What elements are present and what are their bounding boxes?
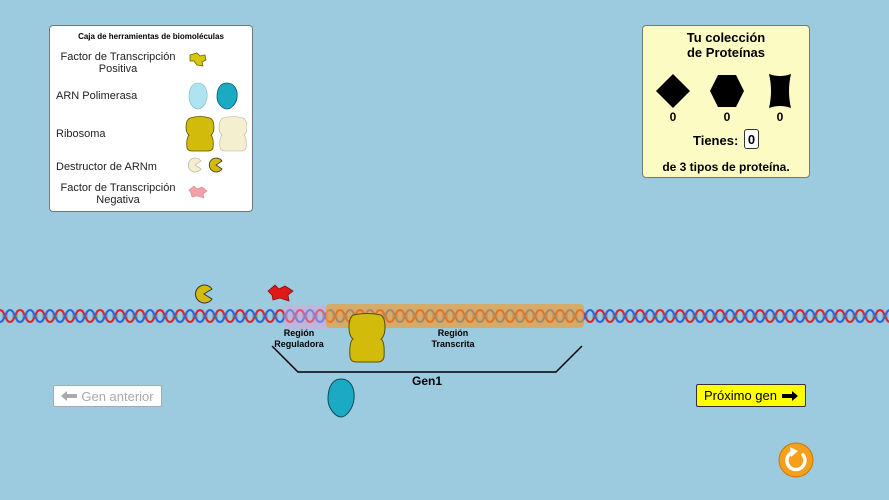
previous-gene-button: Gen anterior	[53, 385, 162, 407]
barrel-protein-icon	[769, 74, 791, 108]
have-count-box: 0	[744, 129, 759, 149]
rna-polymerase-icon[interactable]	[325, 377, 357, 419]
transcribed-region-label-line2: Transcrita	[431, 339, 475, 349]
transcribed-region-highlight[interactable]	[326, 304, 584, 328]
regulatory-region-label-line2: Reguladora	[274, 339, 324, 349]
collection-title-line2: de Proteínas	[686, 45, 766, 60]
collection-title: Tu colección de Proteínas	[643, 30, 809, 60]
protein-collection-panel: Tu colección de Proteínas 0 0 0 Tienes: …	[642, 25, 810, 178]
toolbox-label-mrna-destroyer: Destructor de ARNm	[56, 161, 157, 173]
transcribed-region-label-line1: Región	[437, 328, 469, 338]
negative-transcription-factor-icon[interactable]	[266, 283, 296, 303]
collection-title-line1: Tu colección	[686, 30, 766, 45]
ribosome-icons	[185, 116, 247, 152]
next-gene-button[interactable]: Próximo gen	[696, 384, 806, 407]
mrna-destroyer-icons	[187, 157, 223, 173]
regulatory-region-label-line1: Región	[283, 328, 315, 338]
arrow-right-icon	[781, 390, 798, 401]
mrna-destroyer-icon[interactable]	[193, 284, 215, 304]
reset-button[interactable]	[778, 442, 814, 478]
ribosome-icon[interactable]	[185, 116, 215, 152]
negative-transcription-factor-icon[interactable]	[187, 184, 209, 200]
diamond-protein-count: 0	[669, 110, 677, 124]
arrow-left-icon	[61, 391, 78, 401]
dna-strand	[0, 296, 889, 336]
reset-icon	[785, 447, 807, 472]
rna-polymerase-icon[interactable]	[216, 82, 238, 110]
diamond-protein-icon	[656, 74, 690, 108]
regulatory-region-label: Región Reguladora	[270, 328, 328, 350]
toolbox-label-polymerase: ARN Polimerasa	[56, 90, 138, 102]
toolbox-label-ribosome: Ribosoma	[56, 128, 106, 140]
toolbox-label-negative-tf: Factor de Transcripción Negativa	[60, 182, 176, 206]
toolbox-label-positive-tf: Factor de Transcripción Positiva	[60, 51, 176, 75]
regulatory-region-highlight[interactable]	[284, 305, 329, 329]
mrna-destroyer-icon-inactive[interactable]	[187, 157, 202, 173]
hexagon-protein-count: 0	[723, 110, 731, 124]
rna-polymerase-icons	[188, 82, 238, 110]
ribosome-icon[interactable]	[347, 312, 387, 364]
toolbox-title: Caja de herramientas de biomoléculas	[78, 32, 224, 41]
barrel-protein-count: 0	[776, 110, 784, 124]
ribosome-icon-inactive[interactable]	[218, 116, 247, 152]
positive-transcription-factor-icon[interactable]	[188, 52, 208, 68]
hexagon-protein-icon	[710, 75, 744, 107]
gene-bracket	[271, 345, 583, 373]
transcribed-region-label: Región Transcrita	[422, 328, 484, 350]
have-label: Tienes:	[693, 133, 739, 148]
protein-types-label: de 3 tipos de proteína.	[662, 160, 790, 174]
biomolecule-toolbox: Caja de herramientas de biomoléculas Fac…	[49, 25, 253, 212]
mrna-destroyer-icon[interactable]	[208, 157, 223, 173]
rna-polymerase-icon-inactive[interactable]	[188, 82, 208, 110]
previous-gene-label: Gen anterior	[81, 388, 154, 404]
next-gene-label: Próximo gen	[704, 388, 777, 403]
gene-label: Gen1	[412, 374, 443, 388]
